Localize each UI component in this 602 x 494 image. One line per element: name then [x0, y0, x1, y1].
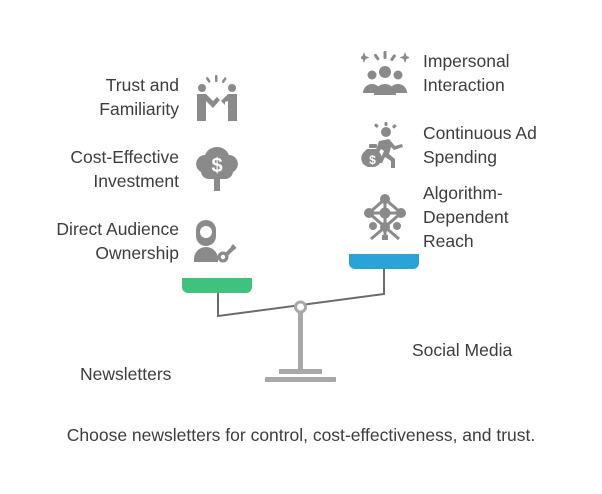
scale-stand-pole: [298, 313, 303, 370]
scale-pivot: [294, 300, 307, 314]
drawback-label-ad-spending: Continuous Ad Spending: [423, 123, 537, 167]
benefit-label-cost: Cost-Effective Investment: [70, 147, 179, 191]
atomium-icon: [364, 194, 406, 241]
svg-text:$: $: [211, 155, 222, 177]
person-key-icon: [194, 220, 237, 263]
side-name-social-media: Social Media: [412, 340, 513, 360]
left-pan: [182, 278, 252, 293]
drawback-label-impersonal: Impersonal Interaction: [423, 51, 510, 95]
money-runner-icon: $: [361, 122, 403, 168]
money-tree-icon: $: [196, 147, 238, 191]
drawback-label-algorithm: Algorithm- Dependent Reach: [423, 183, 509, 251]
scale-stand-foot: [279, 369, 322, 374]
conclusion-text: Choose newsletters for control, cost-eff…: [66, 425, 536, 445]
right-pan: [349, 254, 419, 269]
svg-text:$: $: [369, 153, 376, 167]
handshake-icon: [197, 75, 237, 121]
benefit-label-trust: Trust and Familiarity: [99, 75, 179, 119]
group-people-icon: [361, 51, 409, 95]
side-name-newsletters: Newsletters: [80, 364, 172, 384]
benefit-label-ownership: Direct Audience Ownership: [56, 219, 179, 263]
scale-stand-base: [265, 377, 336, 382]
